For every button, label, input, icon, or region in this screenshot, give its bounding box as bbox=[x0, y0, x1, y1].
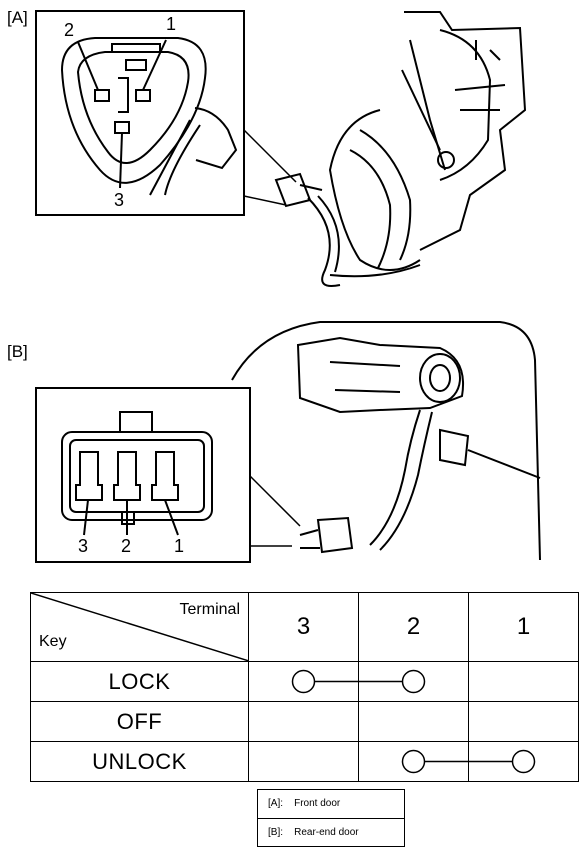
legend-item-b: [B]: Rear-end door bbox=[258, 818, 404, 846]
cell-unlock-3 bbox=[248, 741, 359, 782]
terminal-header-1: 1 bbox=[468, 592, 579, 662]
key-lock: LOCK bbox=[30, 661, 249, 702]
key-header-label: Key bbox=[39, 633, 67, 650]
table-row-lock: LOCK bbox=[30, 661, 579, 702]
cell-unlock-1 bbox=[468, 741, 579, 782]
cell-lock-1 bbox=[468, 661, 579, 702]
connector-b-detail bbox=[35, 387, 251, 563]
cell-off-2 bbox=[358, 701, 469, 742]
connector-a-detail bbox=[35, 10, 245, 216]
table-corner-header: Terminal Key bbox=[30, 592, 249, 662]
cell-lock-3 bbox=[248, 661, 359, 702]
key-unlock: UNLOCK bbox=[30, 741, 249, 782]
pin-label-b-1: 1 bbox=[174, 536, 184, 556]
pin-label-a-3: 3 bbox=[114, 190, 124, 210]
pin-label-a-1: 1 bbox=[166, 14, 176, 34]
key-off: OFF bbox=[30, 701, 249, 742]
diagram-drawings: 2 1 3 3 2 1 bbox=[35, 10, 541, 563]
terminal-header-label: Terminal bbox=[179, 601, 240, 618]
pin-label-b-3: 3 bbox=[78, 536, 88, 556]
pin-label-a-2: 2 bbox=[64, 20, 74, 40]
section-b-label: [B] bbox=[7, 342, 28, 361]
table-row-off: OFF bbox=[30, 701, 579, 742]
switch-continuity-table: Terminal Key 3 2 1 LOCK OFF UNLOCK bbox=[30, 592, 579, 782]
legend-box: [A]: Front door [B]: Rear-end door bbox=[257, 789, 405, 847]
diagonal-divider bbox=[31, 593, 249, 661]
table-row-unlock: UNLOCK bbox=[30, 741, 579, 782]
terminal-header-3: 3 bbox=[248, 592, 359, 662]
front-door-lock-assembly bbox=[274, 11, 527, 287]
section-a-label: [A] bbox=[7, 8, 28, 27]
terminal-header-2: 2 bbox=[358, 592, 469, 662]
cell-unlock-2 bbox=[358, 741, 469, 782]
rear-door-lock-assembly bbox=[231, 321, 541, 561]
legend-item-a: [A]: Front door bbox=[268, 798, 341, 809]
cell-lock-2 bbox=[358, 661, 469, 702]
cell-off-1 bbox=[468, 701, 579, 742]
cell-off-3 bbox=[248, 701, 359, 742]
pin-label-b-2: 2 bbox=[121, 536, 131, 556]
